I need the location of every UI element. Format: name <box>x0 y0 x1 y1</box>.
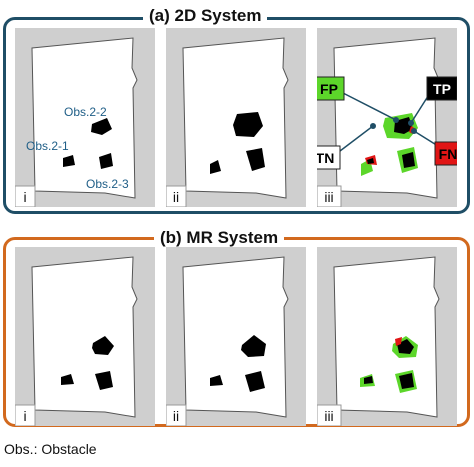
section-a-panel-iii: FP TP TN FN iii <box>317 28 457 207</box>
panel-label-box <box>317 185 342 207</box>
obstacle-label-2-1: Obs.2-1 <box>26 139 69 153</box>
fn-legend-label: FN <box>439 146 457 162</box>
panel-label: ii <box>173 189 179 205</box>
map-floor-area <box>182 37 289 199</box>
tp-legend-box <box>426 76 457 101</box>
footer-note: Obs.: Obstacle <box>4 441 97 457</box>
tp-leader-dot <box>408 120 414 126</box>
panel-label-box <box>15 404 36 426</box>
true-positive-region <box>397 339 414 354</box>
obstacle-2-1 <box>210 160 221 174</box>
obstacle-label-2-3: Obs.2-3 <box>86 177 129 191</box>
section-a-panel-ii: ii <box>166 28 306 207</box>
section-a-panel-i: Obs.2-2 Obs.2-1 Obs.2-3 i <box>15 28 155 207</box>
panel-label-box <box>15 185 36 207</box>
map-floor-area <box>182 256 289 418</box>
section-a-title: (a) 2D System <box>143 6 268 26</box>
false-negative-region <box>395 337 402 346</box>
tn-leader-line <box>339 125 374 152</box>
true-positive-region <box>399 373 414 389</box>
obstacle-2-2 <box>92 336 114 355</box>
obstacle-2-1 <box>63 155 75 167</box>
tn-legend-label: TN <box>317 150 334 166</box>
panel-label: i <box>23 189 26 205</box>
fn-leader-dot <box>411 128 417 134</box>
section-b-panel-i: i <box>15 247 155 426</box>
true-positive-region <box>364 376 373 384</box>
fn-leader-line <box>413 130 439 147</box>
tp-legend-label: TP <box>433 81 451 97</box>
panel-label-box <box>317 404 342 426</box>
tn-leader-dot <box>370 123 376 129</box>
obstacle-2-3 <box>245 371 265 392</box>
map-floor-area <box>333 256 440 418</box>
fp-legend-label: FP <box>320 81 338 97</box>
section-b-panel-iii: iii <box>317 247 457 426</box>
obstacle-2-1 <box>210 375 223 386</box>
obstacle-2-1 <box>61 374 74 385</box>
map-floor-area <box>31 256 138 418</box>
obstacle-2-2 <box>91 118 112 135</box>
obstacle-2-3 <box>95 371 113 390</box>
obstacle-2-3 <box>99 153 113 169</box>
obstacle-2-3 <box>246 148 265 171</box>
panel-label: iii <box>324 408 333 424</box>
section-b-panel-ii: ii <box>166 247 306 426</box>
true-positive-region <box>402 152 415 168</box>
tn-legend-box <box>317 145 341 170</box>
panel-label-box <box>166 404 187 426</box>
panel-label: iii <box>324 189 333 205</box>
obstacle-2-2 <box>241 335 266 357</box>
panel-label: ii <box>173 408 179 424</box>
true-positive-region <box>394 117 413 134</box>
fp-legend-box <box>317 76 345 101</box>
fp-leader-dot <box>393 117 399 123</box>
section-b-title: (b) MR System <box>154 228 285 248</box>
obstacle-2-2 <box>233 112 263 137</box>
fn-legend-box <box>434 141 457 166</box>
true-positive-region <box>367 158 374 164</box>
panel-label: i <box>23 408 26 424</box>
obstacle-label-2-2: Obs.2-2 <box>64 105 107 119</box>
panel-label-box <box>166 185 187 207</box>
fp-leader-line <box>342 92 397 121</box>
